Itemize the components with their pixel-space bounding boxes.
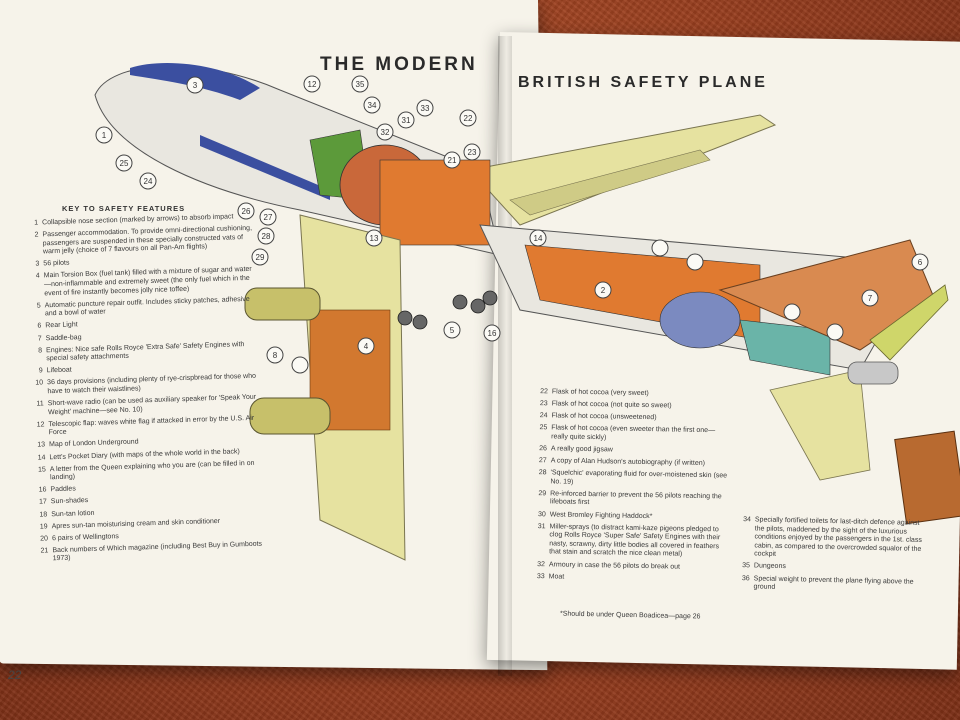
callout-17: 21: [443, 151, 461, 169]
callout-27: 32: [376, 123, 394, 141]
callout-30: 35: [351, 75, 369, 93]
svg-text:8: 8: [273, 351, 278, 360]
rear-bulkhead-ring: [659, 291, 741, 349]
callout-32: [651, 239, 669, 257]
svg-text:26: 26: [242, 207, 251, 216]
svg-text:29: 29: [256, 253, 265, 262]
svg-text:16: 16: [488, 329, 497, 338]
passenger-window-strip: [200, 135, 330, 200]
callout-21: 25: [115, 154, 133, 172]
callout-2: 2: [594, 281, 612, 299]
callout-34: [783, 303, 801, 321]
callout-35: [826, 323, 844, 341]
title-right: BRITISH SAFETY PLANE: [518, 74, 768, 91]
callout-23: 27: [259, 208, 277, 226]
callout-8: 8: [266, 346, 284, 364]
key-item: 28'Squelchic' evaporating fluid for over…: [538, 469, 728, 486]
callout-7: 7: [861, 289, 879, 307]
svg-text:7: 7: [868, 294, 873, 303]
svg-text:5: 5: [450, 326, 455, 335]
callout-19: 23: [463, 143, 481, 161]
callout-12: 12: [303, 75, 321, 93]
title-left: THE MODERN: [320, 54, 478, 75]
svg-text:34: 34: [368, 101, 377, 110]
callout-33: [686, 253, 704, 271]
svg-text:33: 33: [421, 104, 430, 113]
engine-lower: [249, 397, 331, 435]
svg-text:32: 32: [381, 128, 390, 137]
rear-section-teal: [739, 319, 831, 376]
callout-18: 22: [459, 109, 477, 127]
upper-wing-flap: [509, 149, 711, 216]
svg-text:25: 25: [120, 159, 129, 168]
callout-22: 26: [237, 202, 255, 220]
svg-text:2: 2: [601, 286, 606, 295]
landing-gear: [397, 290, 498, 330]
callout-13: 13: [365, 229, 383, 247]
callout-16: 16: [483, 324, 501, 342]
cargo-bay-interior: [379, 159, 491, 246]
callout-28: 33: [416, 99, 434, 117]
callout-5: 5: [443, 321, 461, 339]
upper-wing: [469, 114, 777, 226]
svg-text:13: 13: [370, 234, 379, 243]
svg-text:1: 1: [102, 131, 107, 140]
svg-text:27: 27: [264, 213, 273, 222]
callout-24: 28: [257, 227, 275, 245]
svg-text:14: 14: [534, 234, 543, 243]
callout-1: 1: [95, 126, 113, 144]
svg-text:31: 31: [402, 116, 411, 125]
svg-text:35: 35: [356, 80, 365, 89]
callout-markers: 1 3 12 35 34 33 31 32 22 23 21 25 24 26 …: [95, 75, 929, 374]
callout-6: 6: [911, 253, 929, 271]
svg-text:22: 22: [464, 114, 473, 123]
special-weight: [894, 430, 960, 525]
svg-text:28: 28: [262, 232, 271, 241]
engine-upper: [244, 287, 321, 321]
callout-3: 3: [186, 76, 204, 94]
callout-20: 24: [139, 172, 157, 190]
rear-engine: [847, 361, 899, 385]
svg-text:23: 23: [468, 148, 477, 157]
callout-26: 31: [397, 111, 415, 129]
svg-text:21: 21: [448, 156, 457, 165]
callout-31: [291, 356, 309, 374]
svg-text:24: 24: [144, 177, 153, 186]
svg-text:4: 4: [364, 342, 369, 351]
svg-text:12: 12: [308, 80, 317, 89]
svg-text:3: 3: [193, 81, 198, 90]
callout-25: 29: [251, 248, 269, 266]
lower-tail-fin: [769, 369, 871, 481]
callout-14: 14: [529, 229, 547, 247]
callout-4: 4: [357, 337, 375, 355]
page-number: 22: [8, 668, 22, 682]
key-heading: KEY TO SAFETY FEATURES: [62, 204, 186, 213]
tail-stabilizer: [869, 284, 949, 361]
callout-29: 34: [363, 96, 381, 114]
svg-text:6: 6: [918, 258, 923, 267]
